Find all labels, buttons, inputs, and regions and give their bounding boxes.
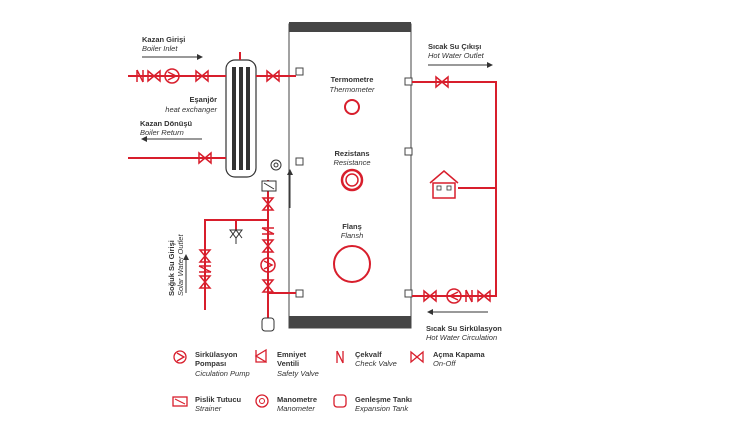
- on-off-valve-icon: [147, 69, 161, 83]
- svg-text:Sirkülasyon: Sirkülasyon: [195, 350, 238, 359]
- safety-valve-icon: [229, 229, 243, 244]
- thermometer-port: [344, 99, 360, 115]
- flange-port: [333, 245, 371, 283]
- hot-circulation-label: Sıcak Su Sirkülasyon: [426, 324, 502, 333]
- on-off-valve-icon: [423, 289, 437, 303]
- legend-item-manometer: Manometre Manometer: [255, 394, 317, 413]
- thermometer-label: Termometre: [331, 75, 374, 84]
- on-off-valve-icon: [435, 75, 449, 89]
- safety-valve-icon: [254, 348, 267, 364]
- svg-text:Çekvalf: Çekvalf: [355, 350, 382, 359]
- house-icon: [429, 170, 459, 199]
- cold-inlet-label-en: Solar Water Outlet: [176, 234, 185, 296]
- on-off-valve-icon: [261, 239, 275, 253]
- heat-exchanger-label-en: heat exchanger: [165, 105, 217, 114]
- fitting-stub: [295, 67, 304, 76]
- fitting-stub: [295, 289, 304, 298]
- manometer-icon: [255, 394, 269, 408]
- svg-text:Strainer: Strainer: [195, 404, 222, 413]
- on-off-valve-icon: [266, 69, 280, 83]
- flange-label-en: Flansh: [341, 231, 364, 240]
- hot-outlet-label: Sıcak Su Çıkışı: [428, 42, 481, 51]
- svg-text:Manometre: Manometre: [277, 395, 317, 404]
- pump-icon: [446, 288, 462, 304]
- svg-text:Safety Valve: Safety Valve: [277, 369, 319, 378]
- fitting-stub: [404, 289, 413, 298]
- expansion-tank-icon: [261, 317, 275, 332]
- svg-text:Pislik Tutucu: Pislik Tutucu: [195, 395, 242, 404]
- pump-icon: [260, 257, 276, 273]
- svg-text:Ventili: Ventili: [277, 359, 299, 368]
- manometer-icon: [270, 159, 282, 171]
- pump-icon: [164, 68, 180, 84]
- cold-inlet-label: Soğuk Su Girişi: [167, 240, 176, 296]
- pump-icon: [173, 350, 187, 364]
- expansion-tank-icon: [333, 394, 347, 408]
- boiler-return-label: Kazan Dönüşü: [140, 119, 193, 128]
- legend-item-safety-valve: Emniyet Ventili Safety Valve: [254, 348, 319, 378]
- heat-exchanger-label: Eşanjör: [189, 95, 217, 104]
- legend-item-on-off: Açma Kapama On-Off: [410, 350, 486, 368]
- tank-bottom-band: [289, 316, 411, 328]
- on-off-valve-icon: [198, 275, 212, 289]
- boiler-inlet-label-en: Boiler Inlet: [142, 44, 178, 53]
- fitting-stub: [404, 77, 413, 86]
- check-valve-icon: [336, 350, 344, 364]
- on-off-valve-icon: [261, 279, 275, 293]
- svg-text:Check Valve: Check Valve: [355, 359, 397, 368]
- boiler-inlet-valves: [136, 68, 280, 84]
- thermometer-label-en: Thermometer: [329, 85, 375, 94]
- tank-top-band: [289, 22, 411, 32]
- cold-inlet-valves: [198, 159, 282, 332]
- resistance-label-en: Resistance: [333, 158, 370, 167]
- on-off-valve-icon: [410, 350, 424, 364]
- on-off-valve-icon: [195, 69, 209, 83]
- flow-arrows: [141, 54, 493, 315]
- check-valve-icon: [261, 227, 275, 235]
- strainer-icon: [261, 180, 277, 192]
- resistance-port: [340, 168, 364, 192]
- svg-text:Açma Kapama: Açma Kapama: [433, 350, 486, 359]
- svg-text:Manometer: Manometer: [277, 404, 315, 413]
- legend-item-check-valve: Çekvalf Check Valve: [336, 350, 397, 368]
- legend-item-pump: Sirkülasyon Pompası Ciculation Pump: [173, 350, 250, 378]
- fitting-stub: [295, 157, 304, 166]
- on-off-valve-icon: [198, 249, 212, 263]
- resistance-label: Rezistans: [334, 149, 369, 158]
- strainer-icon: [172, 396, 188, 407]
- fitting-stub: [404, 147, 413, 156]
- boiler-return-label-en: Boiler Return: [140, 128, 184, 137]
- heat-exchanger: [225, 59, 257, 178]
- hot-outlet-label-en: Hot Water Outlet: [428, 51, 485, 60]
- svg-text:Expansion Tank: Expansion Tank: [355, 404, 409, 413]
- storage-tank: Termometre Thermometer Rezistans Resista…: [288, 22, 413, 329]
- svg-text:Pompası: Pompası: [195, 359, 226, 368]
- legend-item-strainer: Pislik Tutucu Strainer: [172, 395, 242, 413]
- hot-circulation-label-en: Hot Water Circulation: [426, 333, 497, 342]
- svg-text:Emniyet: Emniyet: [277, 350, 307, 359]
- hot-side-valves: [423, 75, 491, 304]
- flange-label: Flanş: [342, 222, 362, 231]
- on-off-valve-icon: [261, 197, 275, 211]
- on-off-valve-icon: [198, 151, 212, 165]
- svg-text:Ciculation Pump: Ciculation Pump: [195, 369, 250, 378]
- svg-text:Genleşme Tankı: Genleşme Tankı: [355, 395, 412, 404]
- svg-text:On-Off: On-Off: [433, 359, 456, 368]
- legend-item-expansion-tank: Genleşme Tankı Expansion Tank: [333, 394, 412, 413]
- pipe-labels: Kazan Girişi Boiler Inlet Eşanjör heat e…: [140, 35, 502, 342]
- on-off-valve-icon: [477, 289, 491, 303]
- check-valve-icon: [136, 69, 144, 83]
- legend: Sirkülasyon Pompası Ciculation Pump Emni…: [172, 348, 486, 413]
- check-valve-icon: [465, 289, 473, 303]
- resistance-port-inner: [345, 173, 359, 187]
- boiler-inlet-label: Kazan Girişi: [142, 35, 185, 44]
- check-valve-icon: [198, 265, 212, 273]
